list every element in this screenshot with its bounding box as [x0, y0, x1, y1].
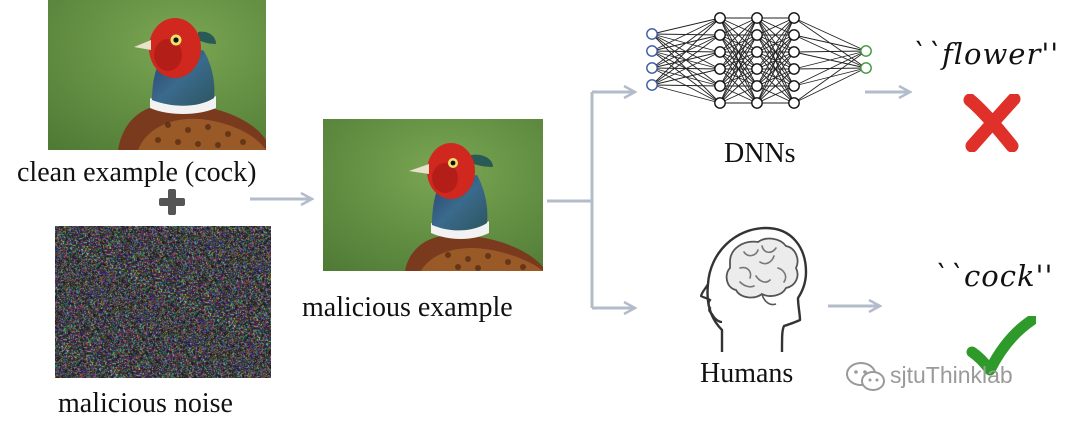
- nn-edge: [719, 68, 758, 104]
- human-prediction: ``cock'': [933, 259, 1054, 293]
- nn-edge: [719, 34, 758, 104]
- nn-edge: [651, 17, 721, 52]
- nn-node: [751, 97, 763, 109]
- nn-node: [646, 79, 658, 91]
- malicious-example-caption: malicious example: [302, 292, 513, 323]
- nn-edge: [651, 68, 721, 86]
- human-head-icon: [700, 222, 810, 354]
- nn-node: [788, 63, 800, 75]
- nn-edge: [651, 51, 721, 86]
- clean-example-image: [48, 0, 266, 150]
- nn-node: [860, 62, 872, 74]
- nn-edge: [651, 17, 721, 69]
- nn-edge: [756, 17, 795, 53]
- nn-node: [714, 46, 726, 58]
- nn-node: [646, 28, 658, 40]
- neural-network-icon: [640, 8, 880, 110]
- nn-node: [788, 12, 800, 24]
- nn-edge: [719, 17, 758, 70]
- nn-node: [751, 80, 763, 92]
- nn-edge: [793, 17, 867, 52]
- nn-edge: [651, 84, 721, 104]
- cross-icon: [962, 94, 1022, 152]
- nn-edge: [651, 17, 721, 35]
- nn-edge: [793, 50, 867, 87]
- nn-edge: [793, 50, 867, 104]
- nn-node: [714, 80, 726, 92]
- nn-edge: [756, 34, 795, 104]
- nn-edge: [719, 17, 758, 104]
- nn-node: [860, 45, 872, 57]
- nn-edge: [719, 17, 758, 87]
- nn-edge: [756, 68, 795, 104]
- humans-caption: Humans: [700, 358, 794, 389]
- wechat-icon: [845, 361, 887, 393]
- nn-node: [788, 97, 800, 109]
- nn-edge: [793, 34, 867, 52]
- nn-node: [714, 63, 726, 75]
- nn-edge: [793, 67, 867, 104]
- watermark-text: sjtuThinklab: [890, 362, 1013, 388]
- nn-edge: [719, 17, 758, 36]
- nn-edge: [651, 17, 721, 86]
- malicious-noise-caption: malicious noise: [58, 388, 233, 419]
- nn-node: [751, 29, 763, 41]
- nn-edge: [756, 17, 795, 104]
- nn-node: [714, 12, 726, 24]
- nn-edge: [756, 85, 795, 104]
- nn-node: [788, 46, 800, 58]
- nn-edge: [793, 50, 867, 70]
- nn-edge: [651, 84, 721, 87]
- nn-edge: [793, 50, 867, 53]
- nn-edge: [719, 51, 758, 104]
- nn-edge: [651, 34, 721, 86]
- nn-edge: [719, 85, 758, 104]
- nn-node: [751, 12, 763, 24]
- nn-node: [788, 80, 800, 92]
- dnns-caption: DNNs: [724, 138, 796, 169]
- dnn-prediction: ``flower'': [911, 37, 1060, 71]
- plus-icon: [158, 188, 186, 216]
- nn-node: [788, 29, 800, 41]
- nn-edge: [756, 17, 795, 87]
- malicious-noise-image: [55, 226, 271, 378]
- check-icon: [966, 316, 1036, 378]
- nn-node: [646, 62, 658, 74]
- nn-node: [646, 45, 658, 57]
- nn-node: [751, 63, 763, 75]
- nn-edge: [756, 51, 795, 104]
- nn-edge: [756, 17, 795, 36]
- nn-edge: [719, 17, 758, 53]
- nn-edge: [756, 17, 795, 70]
- nn-node: [714, 29, 726, 41]
- nn-node: [751, 46, 763, 58]
- clean-example-caption: clean example (cock): [17, 157, 257, 188]
- nn-node: [714, 97, 726, 109]
- malicious-example-image: [323, 119, 543, 271]
